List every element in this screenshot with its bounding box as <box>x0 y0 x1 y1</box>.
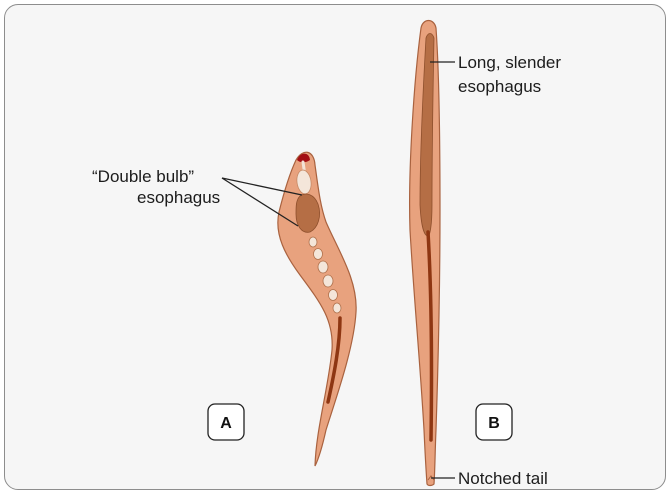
label-long-esophagus-line2: esophagus <box>458 77 541 96</box>
specimen-b <box>410 21 440 486</box>
label-notched-tail: Notched tail <box>458 469 548 488</box>
panel-label-b: B <box>488 415 500 432</box>
specimen-a-bulb-posterior <box>296 194 320 232</box>
label-long-esophagus-line1: Long, slender <box>458 53 561 72</box>
label-double-bulb-line2: esophagus <box>137 188 220 207</box>
specimen-a-body <box>278 152 356 466</box>
panel-badge-b: B <box>476 404 512 440</box>
specimen-a <box>278 152 356 466</box>
label-double-bulb-line1: “Double bulb” <box>92 167 194 186</box>
panel-badge-a: A <box>208 404 244 440</box>
panel-label-a: A <box>220 415 232 432</box>
